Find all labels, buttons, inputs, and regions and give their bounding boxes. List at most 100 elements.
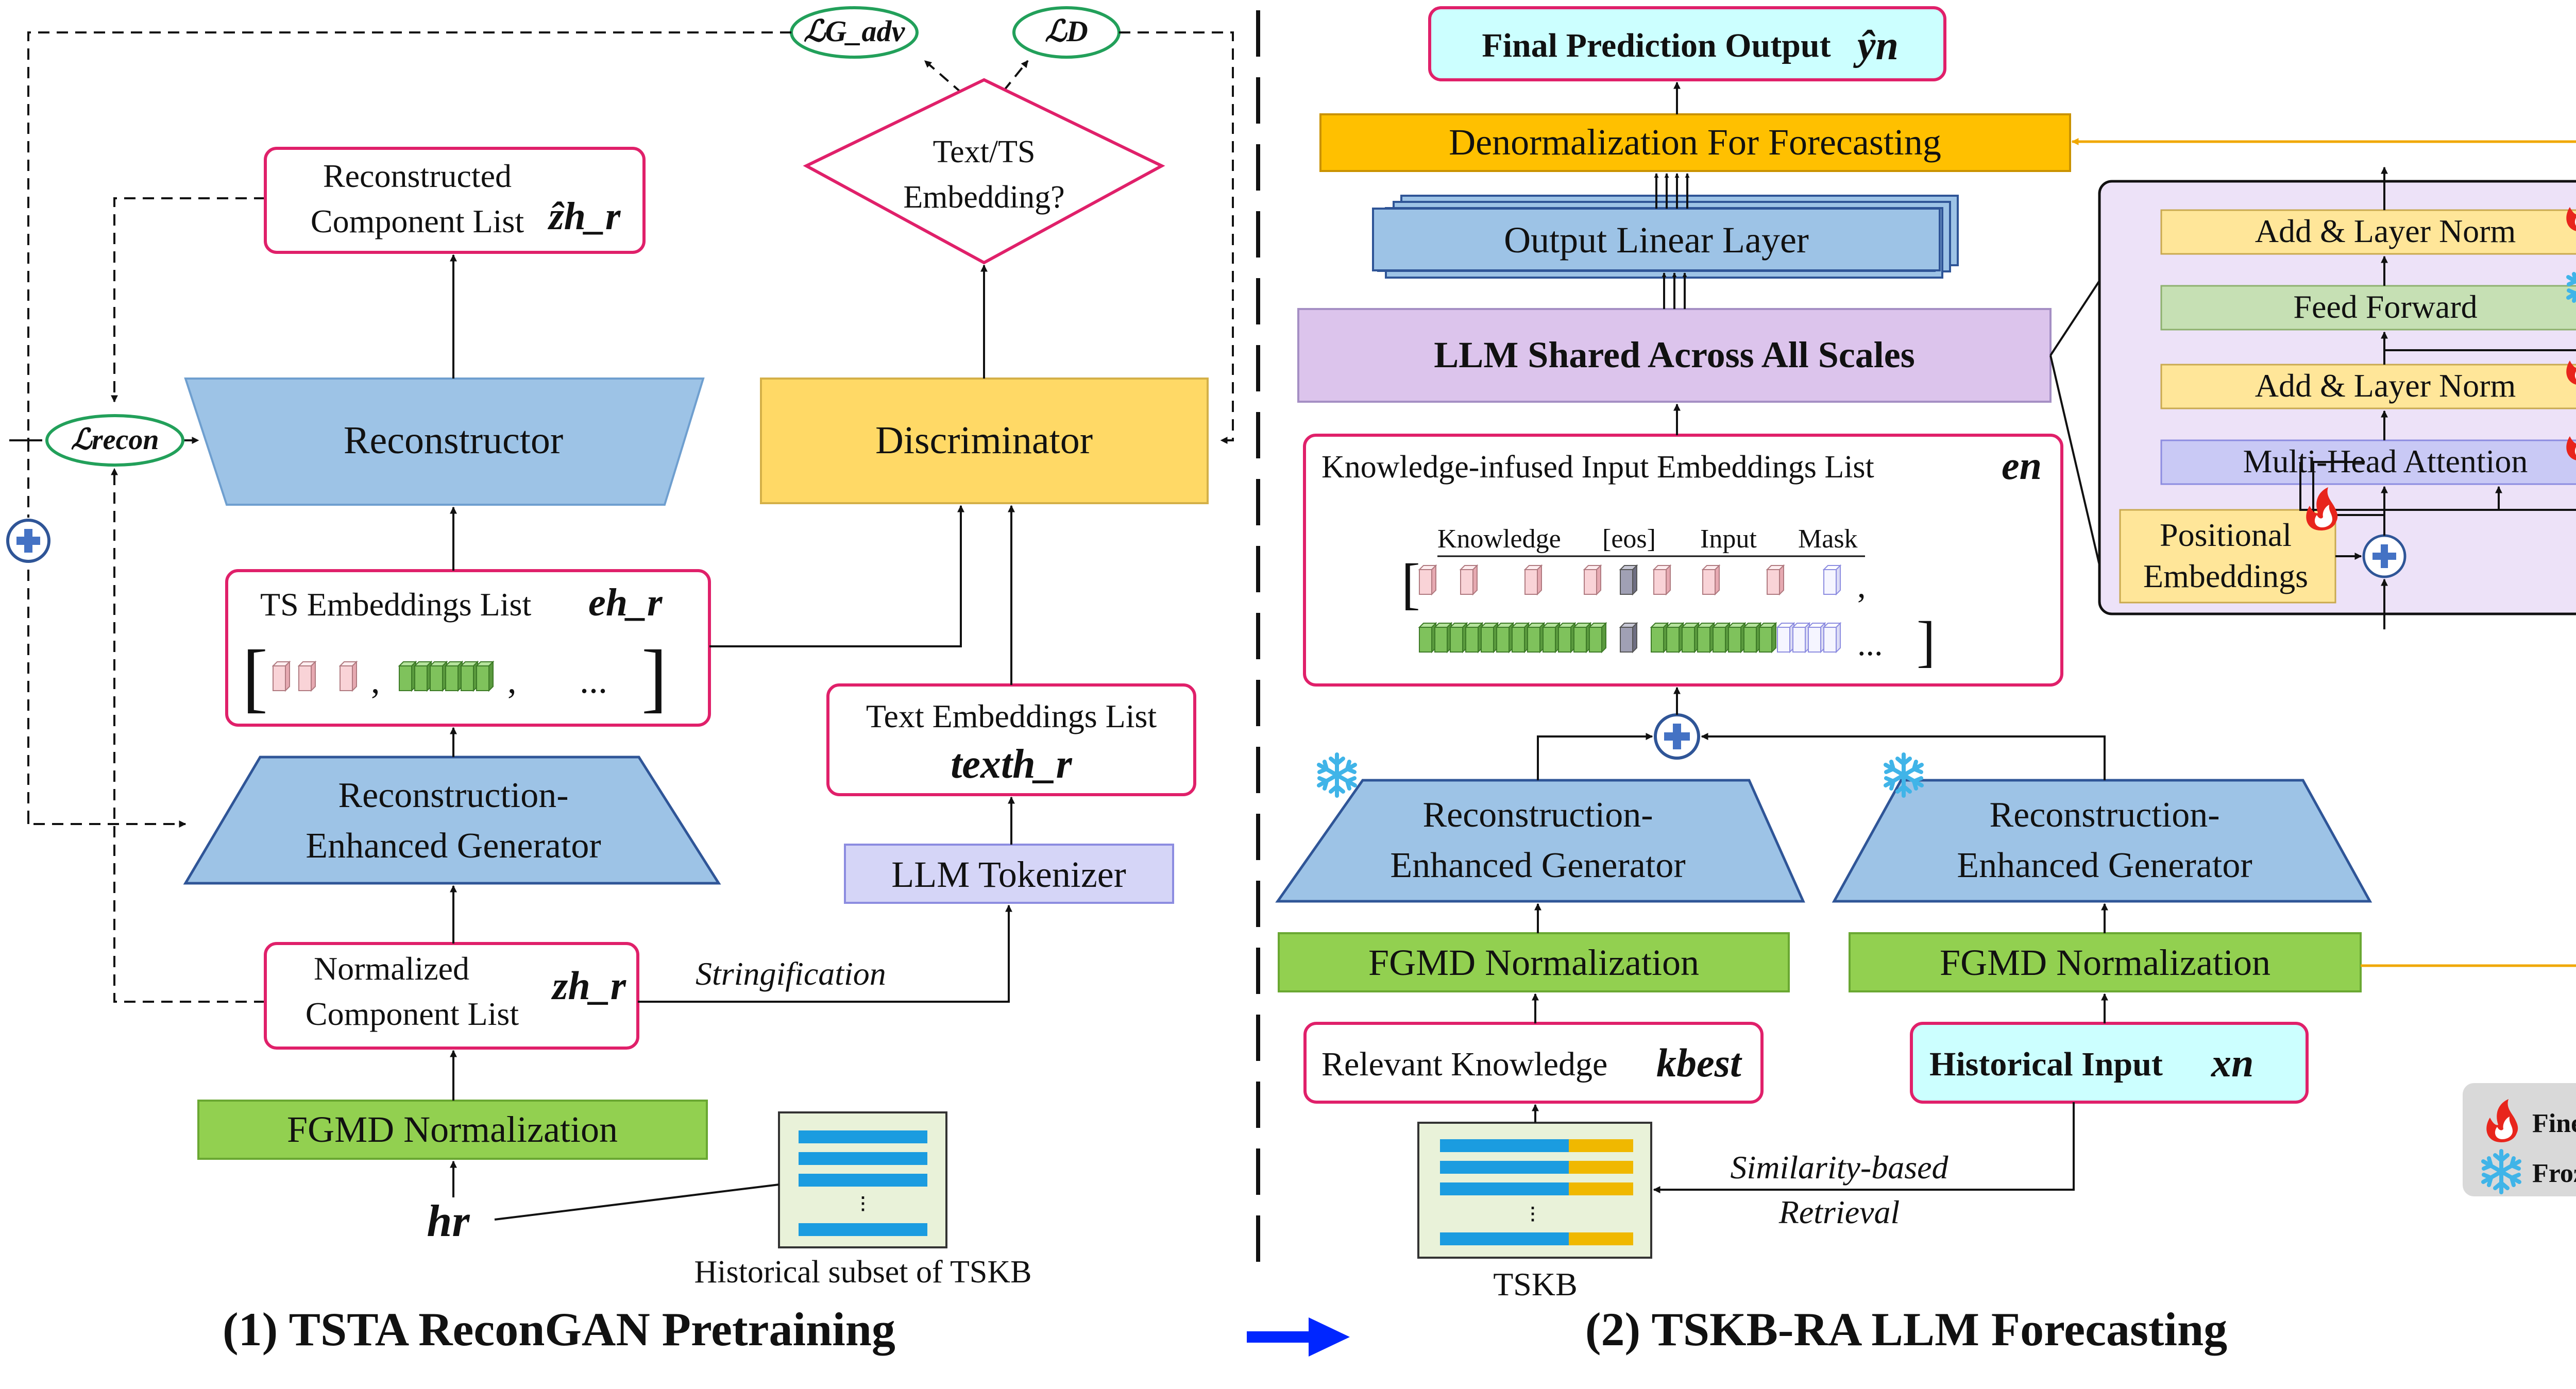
right-fgmd-right-label: FGMD Normalization (1940, 942, 2270, 983)
stringification-label: Stringification (696, 955, 886, 992)
denorm-feedback-line (2071, 138, 2576, 967)
legend-finetune-label: Fine-tune (2532, 1109, 2576, 1138)
left-generator-line1: Reconstruction- (338, 776, 568, 815)
knowledge-list-label: Knowledge-infused Input Embeddings List (1321, 450, 1874, 485)
feed-forward: Feed Forward (2160, 285, 2576, 331)
right-fgmd-left-label: FGMD Normalization (1368, 942, 1699, 983)
loss-d: ℒD (1012, 6, 1121, 59)
loss-d-label: ℒD (1045, 14, 1088, 48)
right-arrows (1532, 81, 2108, 1193)
relevant-symbol: kbest (1656, 1040, 1742, 1085)
comma: , (371, 661, 380, 701)
tok-input: Input (1700, 524, 1757, 554)
reconstructor: Reconstructor (184, 378, 705, 506)
tskb-table: ⋮ (1417, 1122, 1652, 1259)
left-generator-line2: Enhanced Generator (306, 826, 601, 866)
token-bracket-close: ] (1917, 610, 1936, 673)
frozen-icon (1319, 754, 1355, 796)
add-norm-bottom-label: Add & Layer Norm (2255, 367, 2516, 404)
token-ellipsis: ... (1857, 625, 1883, 663)
add-norm-bottom: Add & Layer Norm (2160, 364, 2576, 409)
right-fgmd-right: FGMD Normalization (1849, 932, 2362, 992)
reconstructed-line2: Component List (311, 203, 524, 239)
denorm-label: Denormalization For Forecasting (1449, 122, 1941, 163)
reconstructor-label: Reconstructor (344, 419, 563, 462)
loss-g-adv-label: ℒG_adv (804, 14, 906, 48)
llm-tokenizer: LLM Tokenizer (844, 844, 1174, 904)
normalized-line1: Normalized (314, 950, 469, 987)
add-norm-top-label: Add & Layer Norm (2255, 213, 2516, 249)
llm-tokenizer-label: LLM Tokenizer (891, 854, 1126, 895)
transformer-block: Add & Layer Norm Feed Forward Add & Laye… (2098, 166, 2576, 629)
ts-embeddings-symbol: eh_r (588, 581, 663, 624)
ts-embeddings-list: TS Embeddings List eh_r [ , , ... ] (225, 569, 711, 727)
left-fgmd-label: FGMD Normalization (287, 1109, 618, 1150)
output-linear-label: Output Linear Layer (1504, 219, 1809, 261)
pos-line2: Embeddings (2143, 558, 2308, 594)
tok-mask: Mask (1798, 524, 1858, 554)
discriminator-label: Discriminator (875, 419, 1093, 462)
relevant-label: Relevant Knowledge (1321, 1045, 1607, 1083)
loss-recon: ℒrecon (45, 414, 184, 467)
multi-head-attention: Multi-Head Attention (2160, 439, 2576, 485)
knowledge-embeddings-list: Knowledge-infused Input Embeddings List … (1303, 434, 2063, 687)
ts-ellipsis: ... (580, 660, 607, 701)
right-generator-right: Reconstruction- Enhanced Generator (1832, 779, 2372, 903)
relevant-knowledge: Relevant Knowledge kbest (1303, 1022, 1764, 1104)
flow-arrow (1247, 1317, 1350, 1357)
final-output-label: Final Prediction Output (1482, 27, 1831, 64)
bracket-close: ] (641, 635, 667, 720)
left-panel-title: (1) TSTA ReconGAN Pretraining (223, 1303, 895, 1356)
text-ts-decision: Text/TS Embedding? (803, 78, 1165, 265)
left-fgmd-normalization: FGMD Normalization (197, 1100, 708, 1160)
ts-embeddings-label: TS Embeddings List (260, 586, 531, 623)
left-arrows (450, 254, 1015, 1221)
discriminator: Discriminator (760, 378, 1209, 504)
tok-eos: [eos] (1602, 524, 1656, 554)
token-comma: , (1857, 568, 1866, 605)
text-embeddings-list: Text Embeddings List texth_r (826, 683, 1196, 796)
hr-symbol: hr (427, 1196, 470, 1246)
pos-line1: Positional (2160, 517, 2292, 553)
normalized-line2: Component List (306, 996, 519, 1032)
right-generator-left: Reconstruction- Enhanced Generator (1275, 779, 1805, 903)
right-gen-left-line2: Enhanced Generator (1390, 846, 1685, 885)
similarity-line1: Similarity-based (1730, 1149, 1948, 1186)
right-gen-right-line1: Reconstruction- (1989, 795, 2219, 835)
loss-feedback-lines (27, 31, 1234, 1003)
knowledge-list-symbol: en (2002, 443, 2042, 488)
denormalization-bar: Denormalization For Forecasting (1319, 113, 2071, 172)
token-bracket-open: [ (1401, 552, 1420, 615)
loss-recon-label: ℒrecon (71, 424, 159, 456)
add-norm-top: Add & Layer Norm (2160, 209, 2576, 255)
loss-g-adv: ℒG_adv (790, 6, 919, 59)
decision-line1: Text/TS (933, 134, 1036, 169)
tok-knowledge: Knowledge (1437, 524, 1561, 554)
text-embeddings-label: Text Embeddings List (866, 698, 1157, 734)
historical-label: Historical Input (1929, 1045, 2163, 1083)
comma: , (507, 661, 517, 701)
left-plus (6, 519, 50, 563)
left-generator: Reconstruction- Enhanced Generator (183, 756, 721, 885)
final-prediction-output: Final Prediction Output ŷn (1428, 6, 1946, 81)
output-linear-layer: Output Linear Layer (1372, 195, 1959, 279)
decision-line2: Embedding? (903, 180, 1064, 215)
historical-symbol: xn (2211, 1040, 2253, 1085)
tskb-subset-vdots: ⋮ (854, 1194, 872, 1213)
frozen-icon (1886, 754, 1922, 796)
llm-shared-label: LLM Shared Across All Scales (1434, 334, 1914, 375)
final-output-symbol: ŷn (1853, 23, 1899, 68)
mha-label: Multi-Head Attention (2243, 443, 2528, 479)
tskb-vdots: ⋮ (1524, 1205, 1541, 1224)
llm-shared-block: LLM Shared Across All Scales (1297, 308, 2052, 403)
right-panel-title: (2) TSKB-RA LLM Forecasting (1585, 1303, 2227, 1356)
tskb-subset-table: ⋮ (778, 1111, 947, 1248)
normalized-symbol: zh_r (551, 963, 626, 1008)
transformer-arrows (2299, 166, 2576, 629)
transformer-plus (2362, 534, 2406, 578)
normalized-component-list: Normalized Component List zh_r (264, 942, 639, 1050)
legend: Fine-tune Frozen (2463, 1083, 2576, 1196)
right-gen-left-line1: Reconstruction- (1422, 795, 1653, 835)
